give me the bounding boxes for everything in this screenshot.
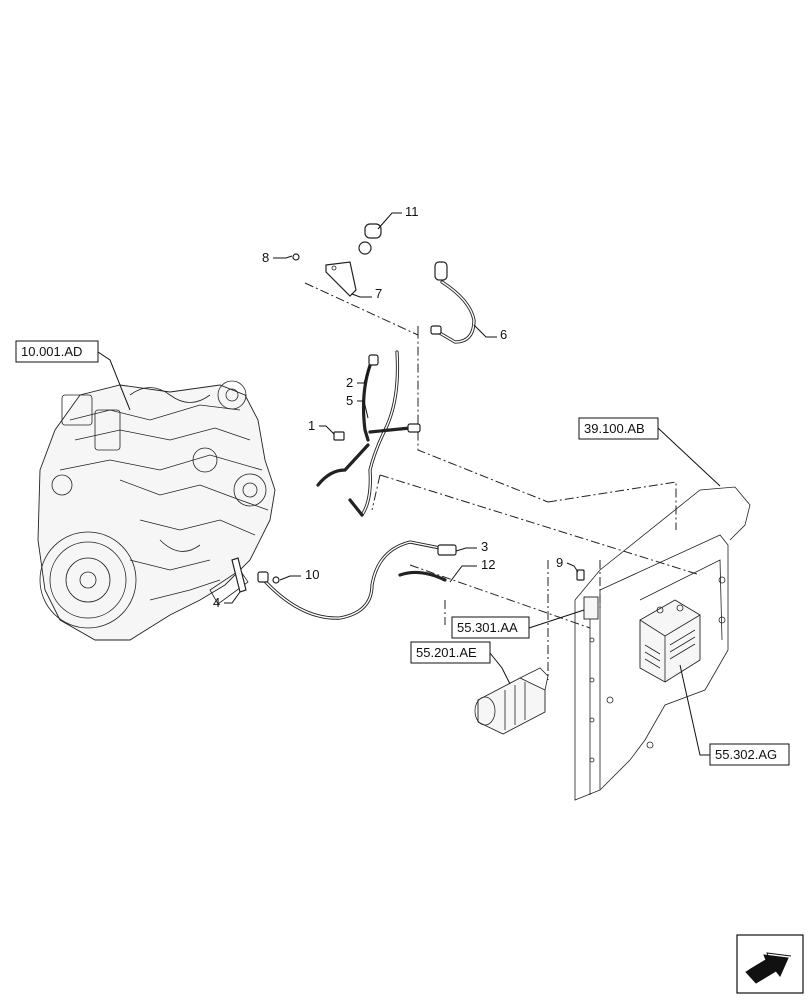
callout-8: 8 bbox=[262, 250, 269, 265]
callout-7: 7 bbox=[375, 286, 382, 301]
callout-1: 1 bbox=[308, 418, 315, 433]
cable-harness bbox=[231, 223, 585, 620]
svg-text:55.302.AG: 55.302.AG bbox=[715, 747, 777, 762]
svg-text:39.100.AB: 39.100.AB bbox=[584, 421, 645, 436]
callout-6: 6 bbox=[500, 327, 507, 342]
battery-frame bbox=[574, 486, 751, 801]
callout-10: 10 bbox=[305, 567, 319, 582]
ref-box-starter[interactable]: 55.201.AE bbox=[410, 641, 511, 685]
svg-text:55.301.AA: 55.301.AA bbox=[457, 620, 518, 635]
reference-boxes: 10.001.AD 39.100.AB 55.301.AA 55.201.AE … bbox=[15, 340, 790, 766]
svg-text:55.201.AE: 55.201.AE bbox=[416, 645, 477, 660]
next-page-arrow-icon[interactable] bbox=[736, 934, 804, 994]
svg-text:10.001.AD: 10.001.AD bbox=[21, 344, 82, 359]
callout-11: 11 bbox=[405, 204, 419, 219]
callouts: 11 8 7 6 2 5 1 3 12 10 4 9 bbox=[213, 204, 579, 610]
ref-box-frame[interactable]: 39.100.AB bbox=[578, 417, 721, 487]
callout-3: 3 bbox=[481, 539, 488, 554]
callout-2: 2 bbox=[346, 375, 353, 390]
ref-box-battery[interactable]: 55.302.AG bbox=[679, 664, 790, 766]
callout-12: 12 bbox=[481, 557, 495, 572]
ref-box-relay[interactable]: 55.301.AA bbox=[451, 609, 585, 639]
starter-motor bbox=[474, 667, 549, 735]
callout-4: 4 bbox=[213, 595, 220, 610]
callout-9: 9 bbox=[556, 555, 563, 570]
engine-assembly bbox=[37, 380, 276, 641]
callout-5: 5 bbox=[346, 393, 353, 408]
ref-box-engine[interactable]: 10.001.AD bbox=[15, 340, 131, 411]
